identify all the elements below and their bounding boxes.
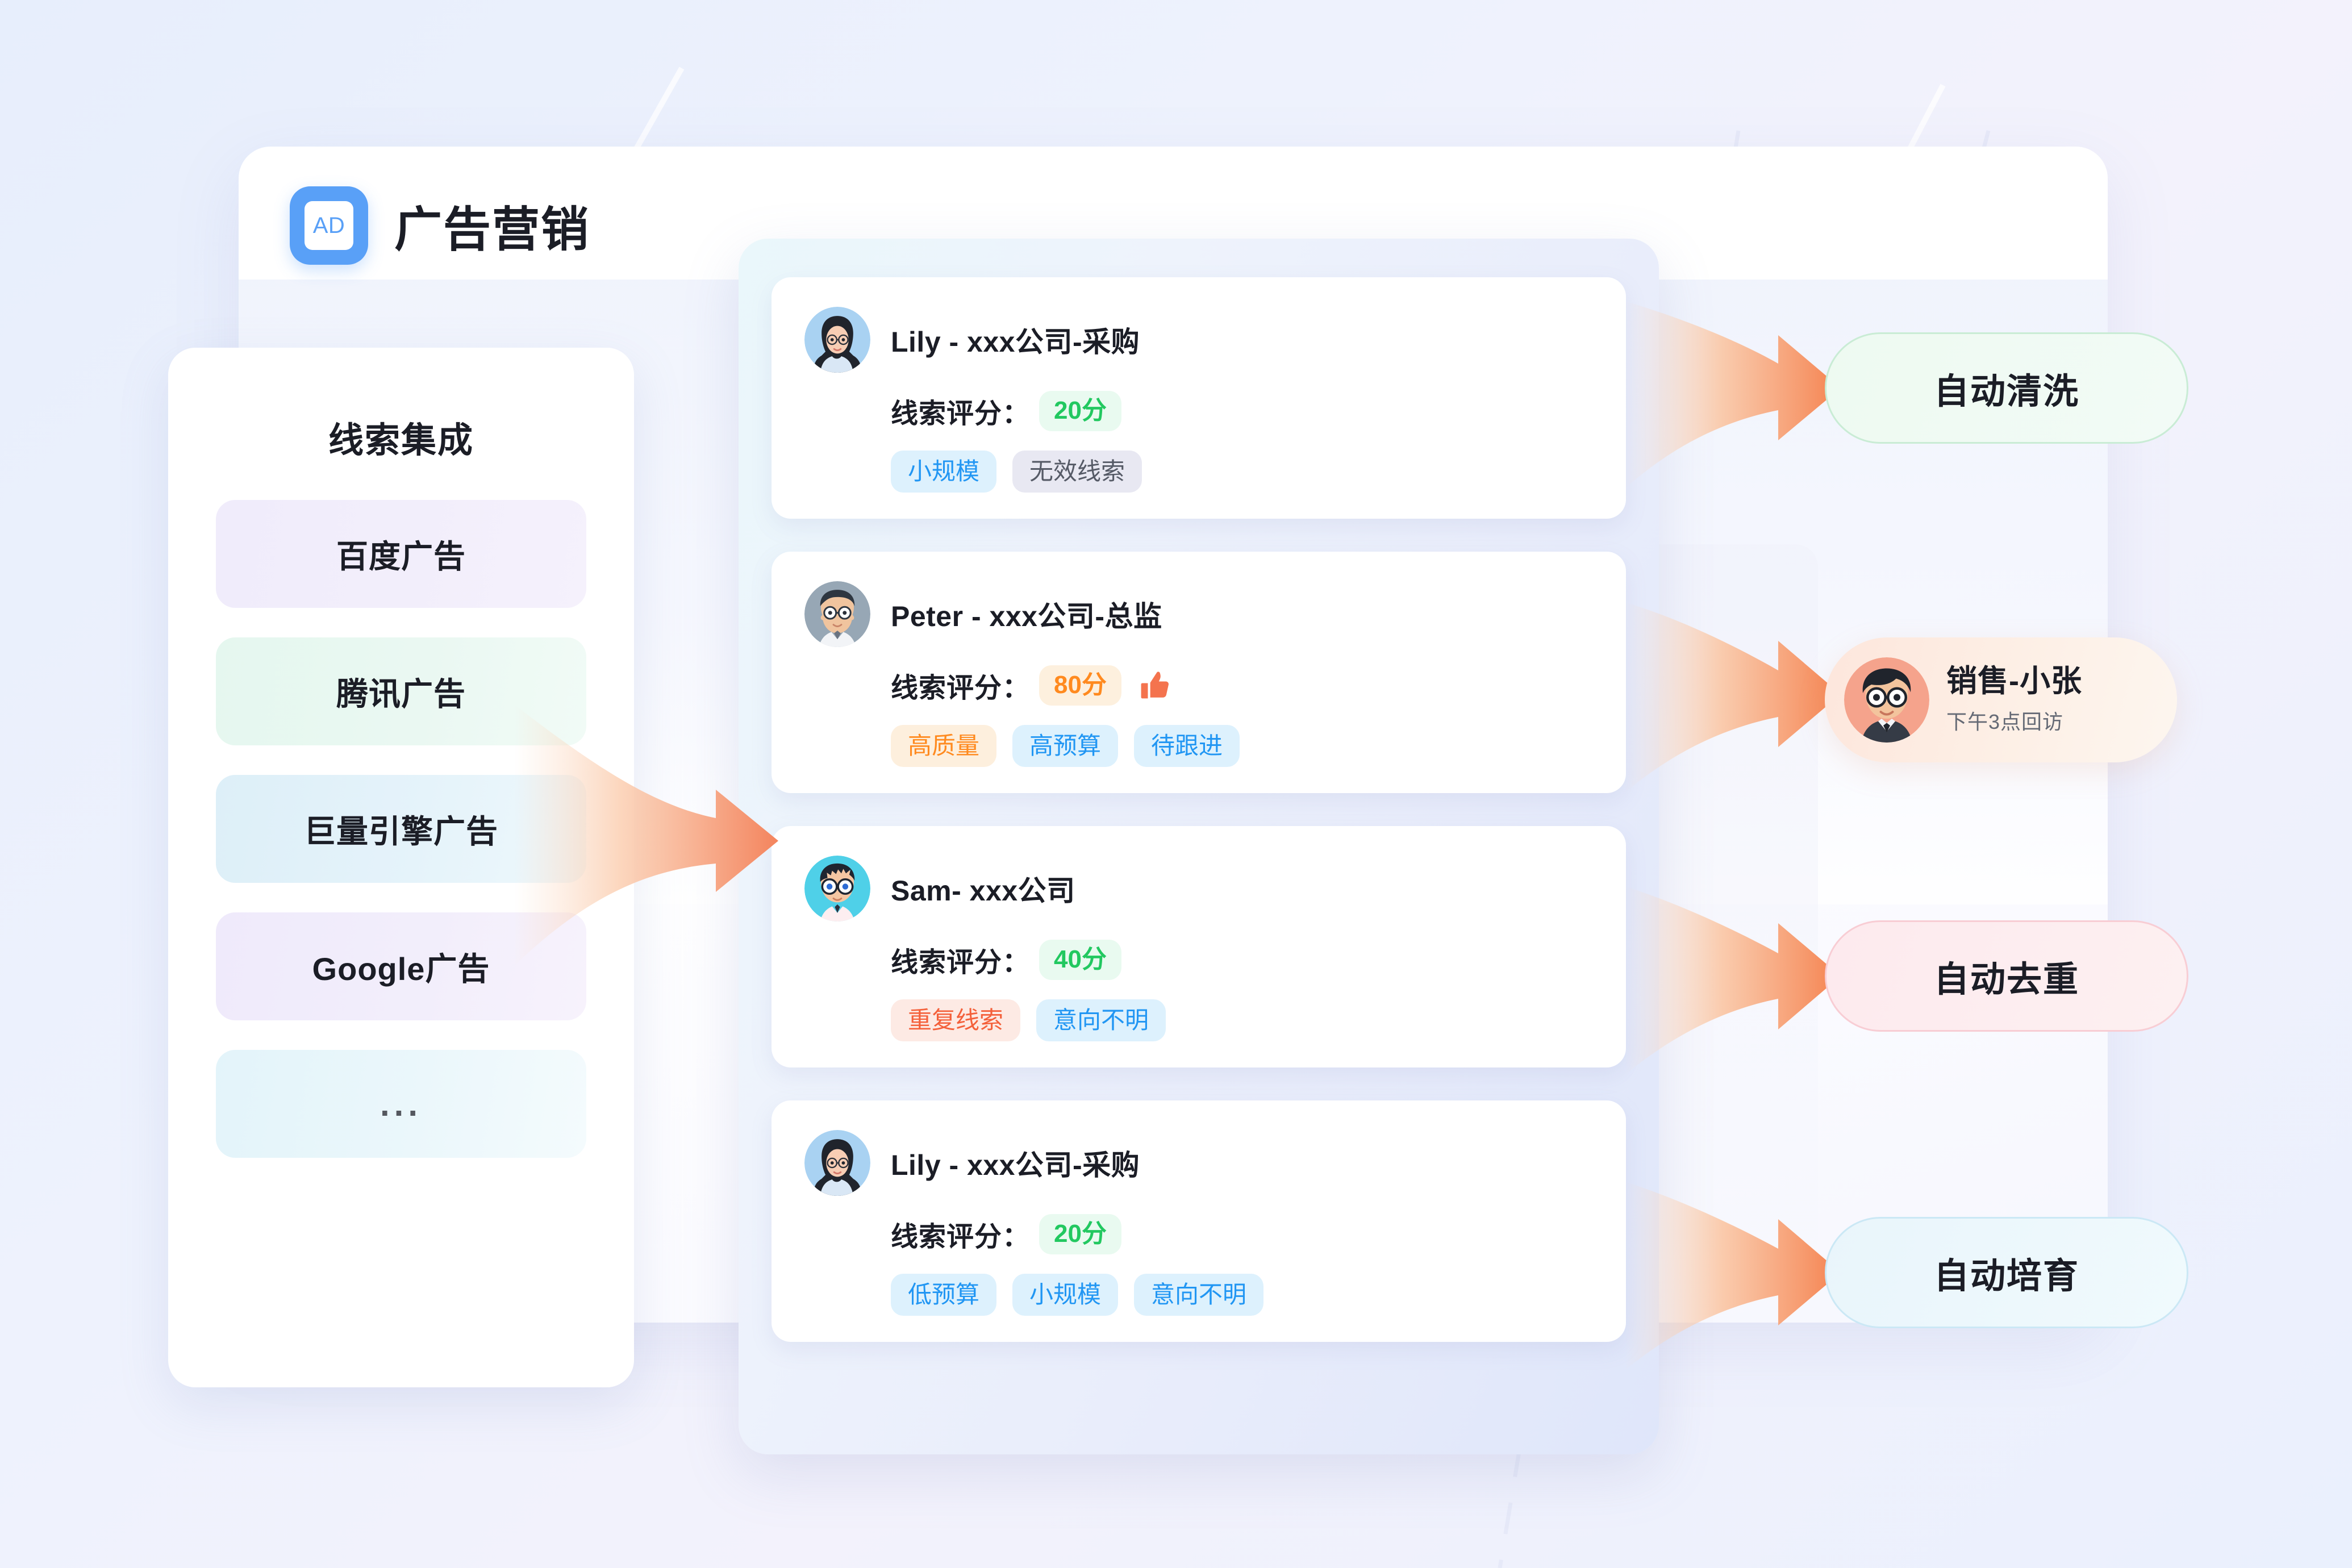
avatar: [1844, 657, 1929, 743]
lead-score-row: 线索评分： 20分: [891, 1213, 1593, 1254]
lead-header: Lily - xxx公司-采购: [804, 1129, 1593, 1196]
sales-name: 销售-小张: [1946, 664, 2082, 699]
lead-name: Peter - xxx公司-总监: [891, 600, 1162, 632]
sidebar-item-google[interactable]: Google广告: [216, 912, 586, 1020]
lead-name: Lily - xxx公司-采购: [891, 1149, 1140, 1181]
score-badge: 80分: [1039, 665, 1121, 706]
lead-tag[interactable]: 意向不明: [1036, 999, 1166, 1041]
lead-tag[interactable]: 小规模: [891, 450, 997, 493]
outcome-auto-clean[interactable]: 自动清洗: [1825, 332, 2188, 444]
lead-tag[interactable]: 高质量: [891, 724, 997, 767]
ad-logo-icon: AD: [290, 186, 368, 265]
lead-score-row: 线索评分： 80分: [891, 665, 1593, 706]
lead-name: Lily - xxx公司-采购: [891, 326, 1140, 358]
leads-container: Lily - xxx公司-采购 线索评分： 20分 小规模 无效线索: [739, 239, 1659, 1454]
lead-tag[interactable]: 低预算: [891, 1273, 997, 1316]
lead-tag[interactable]: 无效线索: [1012, 450, 1142, 493]
lead-tags: 小规模 无效线索: [891, 450, 1593, 493]
lead-header: Sam- xxx公司: [804, 855, 1593, 921]
thumbs-up-icon: [1141, 672, 1169, 699]
sidebar-title: 线索集成: [328, 421, 474, 460]
ad-logo-label: AD: [305, 201, 353, 250]
page-title: 广告营销: [394, 202, 590, 256]
lead-header: Peter - xxx公司-总监: [804, 581, 1593, 647]
channel-list: 百度广告 腾讯广告 巨量引擎广告 Google广告 ...: [216, 500, 586, 1158]
lead-name: Sam- xxx公司: [891, 874, 1075, 907]
outcome-auto-dedupe[interactable]: 自动去重: [1825, 920, 2188, 1032]
score-label: 线索评分：: [891, 399, 1031, 429]
score-label: 线索评分：: [891, 948, 1031, 978]
sidebar-item-oceanengine[interactable]: 巨量引擎广告: [216, 775, 586, 883]
lead-card[interactable]: Sam- xxx公司 线索评分： 40分 重复线索 意向不明: [772, 825, 1626, 1067]
score-badge: 20分: [1039, 391, 1121, 431]
lead-card[interactable]: Peter - xxx公司-总监 线索评分： 80分 高质量 高预算 待跟进: [772, 551, 1626, 793]
lead-card[interactable]: Lily - xxx公司-采购 线索评分： 20分 低预算 小规模 意向不明: [772, 1100, 1626, 1342]
lead-header: Lily - xxx公司-采购: [804, 307, 1593, 373]
score-label: 线索评分：: [891, 1222, 1031, 1253]
lead-score-row: 线索评分： 40分: [891, 939, 1593, 980]
lead-integration-panel: 线索集成 百度广告 腾讯广告 巨量引擎广告 Google广告 ...: [168, 348, 634, 1387]
lead-tag[interactable]: 高预算: [1012, 724, 1119, 767]
sidebar-item-tencent[interactable]: 腾讯广告: [216, 637, 586, 745]
score-label: 线索评分：: [891, 673, 1031, 704]
lead-tag[interactable]: 待跟进: [1134, 724, 1240, 767]
lead-tag[interactable]: 意向不明: [1134, 1273, 1264, 1316]
lead-tags: 高质量 高预算 待跟进: [891, 724, 1593, 767]
avatar: [804, 1129, 870, 1196]
sales-followup-note: 下午3点回访: [1946, 710, 2064, 733]
avatar: [804, 307, 870, 373]
lead-score-row: 线索评分： 20分: [891, 391, 1593, 431]
sidebar-item-baidu[interactable]: 百度广告: [216, 500, 586, 608]
avatar: [804, 581, 870, 647]
sales-info: 销售-小张 下午3点回访: [1946, 664, 2082, 735]
lead-tags: 低预算 小规模 意向不明: [891, 1273, 1593, 1316]
lead-tag[interactable]: 小规模: [1012, 1273, 1119, 1316]
lead-tags: 重复线索 意向不明: [891, 999, 1593, 1041]
outcome-auto-nurture[interactable]: 自动培育: [1825, 1217, 2188, 1328]
app-header: AD 广告营销: [290, 186, 590, 265]
lead-tag[interactable]: 重复线索: [891, 999, 1021, 1041]
assigned-sales-card[interactable]: 销售-小张 下午3点回访: [1825, 637, 2177, 762]
avatar: [804, 855, 870, 921]
score-badge: 40分: [1039, 939, 1121, 980]
sidebar-item-more[interactable]: ...: [216, 1050, 586, 1158]
lead-card[interactable]: Lily - xxx公司-采购 线索评分： 20分 小规模 无效线索: [772, 277, 1626, 519]
score-badge: 20分: [1039, 1213, 1121, 1254]
